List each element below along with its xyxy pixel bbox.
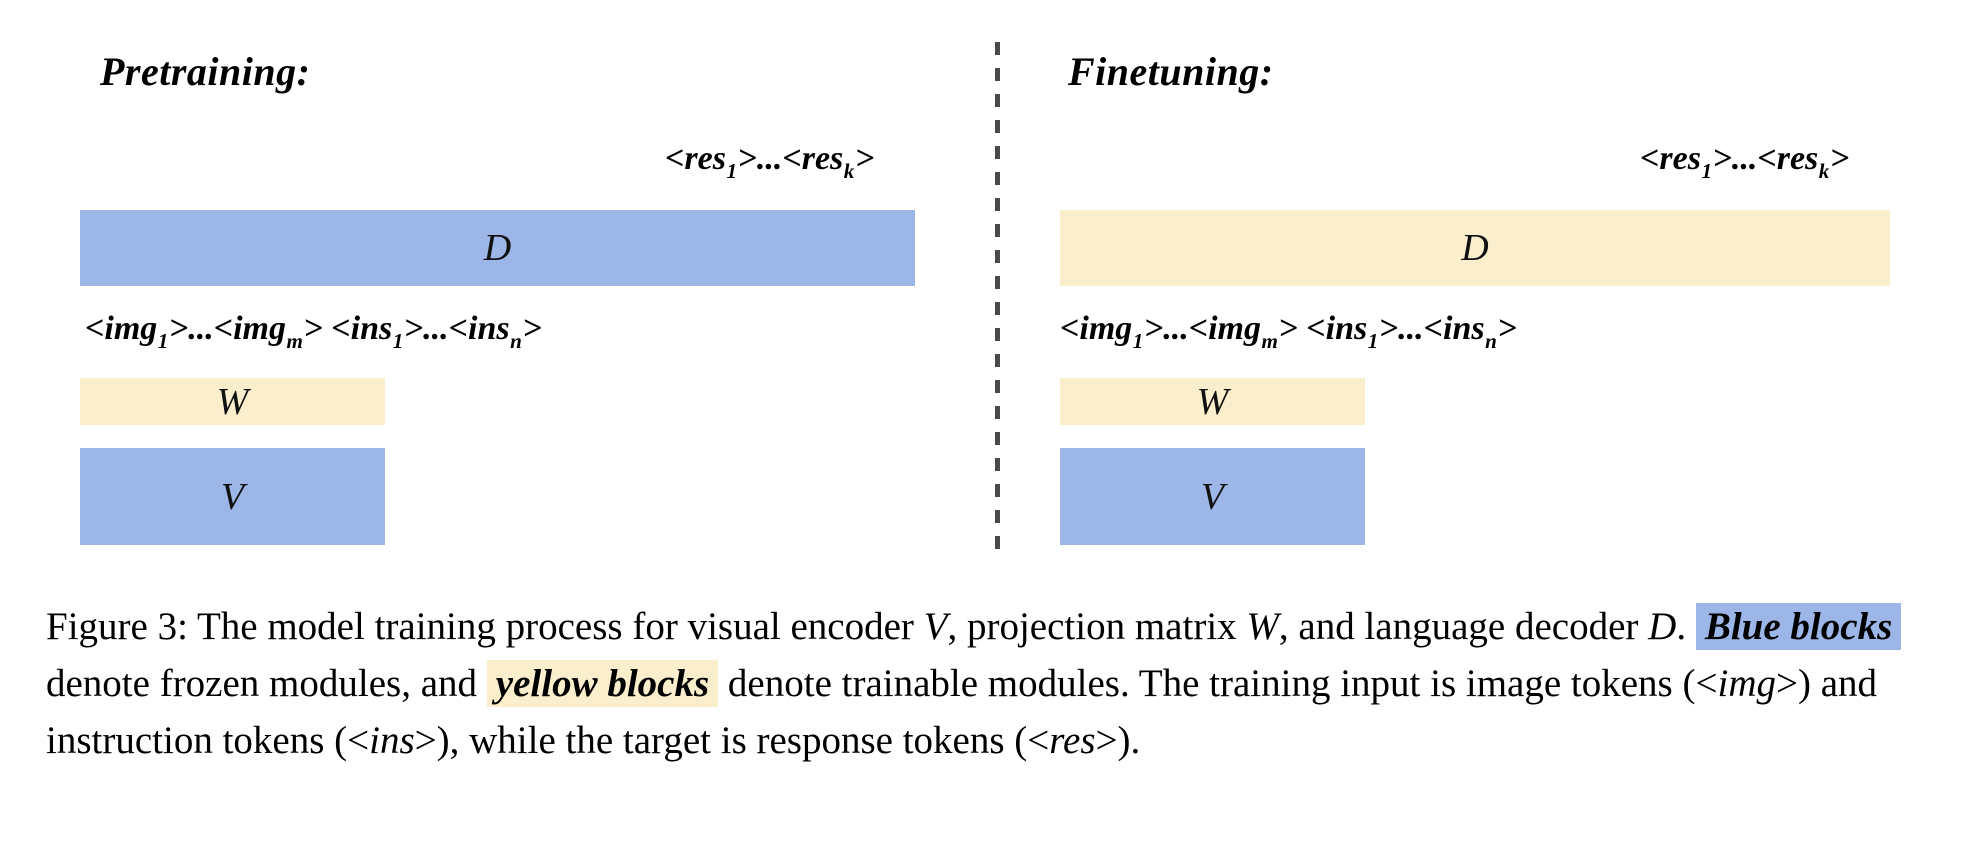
ins-mid-left: >...<ins xyxy=(403,310,510,347)
img-mid-left: >...<img xyxy=(168,310,286,347)
caption-token-ins: ins xyxy=(369,719,415,762)
response-tokens-label-pretraining: <res1>...<resk> xyxy=(665,140,874,184)
img-sub-first-left: 1 xyxy=(157,328,169,353)
figure-diagram: Pretraining: <res1>...<resk> D <img1>...… xyxy=(0,0,1980,575)
caption-highlight-blue-blocks: Blue blocks xyxy=(1695,603,1902,650)
ins-suffix-left: > xyxy=(522,310,542,347)
img-prefix-right: <img xyxy=(1060,310,1133,347)
res-suffix-left: > xyxy=(854,140,875,177)
block-decoder-finetuning: D xyxy=(1060,210,1890,286)
panel-title-finetuning: Finetuning: xyxy=(1068,49,1274,94)
ins-prefix-right: <ins xyxy=(1306,310,1368,347)
res-sub-first-left: 1 xyxy=(726,158,737,183)
ins-suffix-right: > xyxy=(1497,310,1517,347)
res-prefix-left: <res xyxy=(665,140,726,177)
block-label-v-left: V xyxy=(220,475,245,518)
caption-seg2: , projection matrix xyxy=(947,605,1247,648)
img-mid-right: >...<img xyxy=(1143,310,1261,347)
caption-math-v: V xyxy=(923,605,948,648)
caption-label: Figure 3: xyxy=(46,605,188,648)
ins-sub-first-right: 1 xyxy=(1367,328,1379,353)
img-sub-first-right: 1 xyxy=(1132,328,1144,353)
caption-math-w: W xyxy=(1246,605,1279,648)
res-mid-left: >...<res xyxy=(737,140,844,177)
block-label-w-left: W xyxy=(216,380,249,423)
ins-sub-last-left: n xyxy=(510,328,522,353)
caption-token-res: res xyxy=(1049,719,1096,762)
block-decoder-pretraining: D xyxy=(80,210,915,286)
res-sub-last-left: k xyxy=(843,158,855,183)
block-projection-pretraining: W xyxy=(80,378,385,425)
caption-highlight-yellow-blocks: yellow blocks xyxy=(486,660,719,707)
res-suffix-right: > xyxy=(1829,140,1850,177)
ins-sub-last-right: n xyxy=(1485,328,1497,353)
caption-seg9: >). xyxy=(1095,719,1141,762)
caption-seg3: , and language decoder xyxy=(1278,605,1649,648)
block-label-d-left: D xyxy=(483,227,512,269)
panel-title-pretraining: Pretraining: xyxy=(100,49,311,94)
input-tokens-label-finetuning: <img1>...<imgm> <ins1>...<insn> xyxy=(1060,310,1517,354)
caption-seg6: denote trainable modules. The training i… xyxy=(718,662,1718,705)
img-sub-last-left: m xyxy=(286,328,303,353)
block-label-w-right: W xyxy=(1196,380,1229,423)
figure-caption: Figure 3: The model training process for… xyxy=(46,598,1946,769)
img-sub-last-right: m xyxy=(1261,328,1278,353)
caption-math-d: D xyxy=(1648,605,1677,648)
input-tokens-label-pretraining: <img1>...<imgm> <ins1>...<insn> xyxy=(85,310,542,354)
ins-prefix-left: <ins xyxy=(331,310,393,347)
ins-mid-right: >...<ins xyxy=(1378,310,1485,347)
caption-seg4: . xyxy=(1676,605,1696,648)
ins-sub-first-left: 1 xyxy=(392,328,404,353)
res-mid-right: >...<res xyxy=(1712,140,1819,177)
caption-seg1: The model training process for visual en… xyxy=(187,605,924,648)
img-prefix-left: <img xyxy=(85,310,158,347)
res-sub-last-right: k xyxy=(1818,158,1830,183)
block-visual-encoder-finetuning: V xyxy=(1060,448,1365,545)
img-suffix-left: > xyxy=(303,310,323,347)
caption-token-img: img xyxy=(1717,662,1776,705)
panel-finetuning: Finetuning: <res1>...<resk> D <img1>...<… xyxy=(997,0,1980,575)
caption-seg8: >), while the target is response tokens … xyxy=(414,719,1050,762)
panel-divider-dashed-line xyxy=(995,42,1000,562)
res-prefix-right: <res xyxy=(1640,140,1701,177)
res-sub-first-right: 1 xyxy=(1701,158,1712,183)
caption-seg7: >) and instruction tokens (< xyxy=(46,662,1878,762)
block-visual-encoder-pretraining: V xyxy=(80,448,385,545)
panel-pretraining: Pretraining: <res1>...<resk> D <img1>...… xyxy=(0,0,997,575)
img-suffix-right: > xyxy=(1278,310,1298,347)
block-projection-finetuning: W xyxy=(1060,378,1365,425)
block-label-v-right: V xyxy=(1200,475,1225,518)
caption-seg5: denote frozen modules, and xyxy=(46,662,487,705)
block-label-d-right: D xyxy=(1461,227,1489,269)
response-tokens-label-finetuning: <res1>...<resk> xyxy=(1640,140,1849,184)
